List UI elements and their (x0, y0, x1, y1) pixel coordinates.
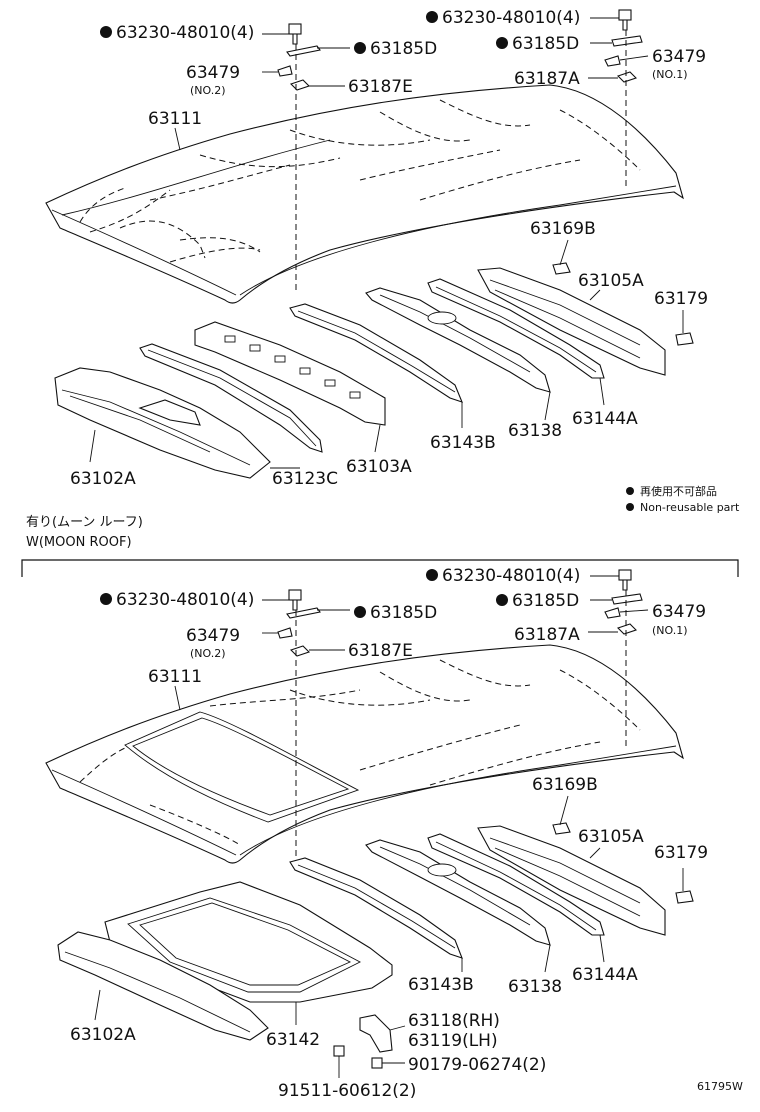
label-63185d-b1: 63185D (370, 603, 437, 623)
label-63479-a1-sub: (NO.2) (190, 84, 226, 97)
label-63185d-b2: 63185D (512, 591, 579, 611)
section-b-title-jp: 有り(ムーン ルーフ) (26, 515, 143, 530)
reinforcement-63144a-b (427, 833, 605, 936)
label-63187a-a: 63187A (514, 69, 580, 89)
label-63179-a: 63179 (654, 289, 708, 309)
figure-code: 61795W (697, 1080, 743, 1093)
label-63230-b1: 63230-48010(4) (116, 590, 254, 610)
reinforcement-63103a (194, 321, 386, 426)
nut-90179 (371, 1057, 383, 1069)
clip-63169b-b (552, 822, 571, 835)
clip-63169b (552, 262, 571, 275)
label-63479-b2-sub: (NO.1) (652, 624, 688, 637)
legend-line-en: Non-reusable part (640, 501, 740, 514)
leaders-b (94, 575, 684, 1064)
label-63185d-a2: 63185D (512, 34, 579, 54)
label-63144a-b: 63144A (572, 965, 638, 985)
label-63105a-b: 63105A (578, 827, 644, 847)
reinforcement-63105a (477, 267, 666, 376)
label-63479-b1-sub: (NO.2) (190, 647, 226, 660)
label-63479-a2-sub: (NO.1) (652, 68, 688, 81)
bracket-group-right-b (604, 569, 643, 750)
label-63138-b: 63138 (508, 977, 562, 997)
section-b-header: 有り(ムーン ルーフ) W(MOON ROOF) (21, 515, 739, 577)
label-63144a-a: 63144A (572, 409, 638, 429)
front-header-63102a (54, 367, 271, 479)
front-header-63102a-b (57, 931, 269, 1041)
label-63479-b2: 63479 (652, 602, 706, 622)
label-91511-b: 91511-60612(2) (278, 1081, 416, 1101)
bracket-group-right (604, 9, 643, 190)
label-63185d-a1: 63185D (370, 39, 437, 59)
label-63187e-b: 63187E (348, 641, 413, 661)
label-63187a-b: 63187A (514, 625, 580, 645)
label-63111-b: 63111 (148, 667, 202, 687)
reinforcement-63105a-b (477, 825, 666, 936)
reinforcement-63123c (139, 343, 323, 453)
roof-panel-63111 (45, 84, 684, 304)
labels-b: 63230-48010(4) 63230-48010(4) 63185D 631… (70, 566, 708, 1101)
label-63230-a1: 63230-48010(4) (116, 23, 254, 43)
reinforcement-63144a (427, 278, 605, 379)
legend-line-jp: 再使用不可部品 (640, 484, 717, 498)
leaders-a (89, 17, 684, 469)
label-63479-a2: 63479 (652, 47, 706, 67)
label-63123c-a: 63123C (272, 469, 338, 489)
legend: 再使用不可部品 Non-reusable part (626, 484, 740, 514)
label-63169b-a: 63169B (530, 219, 596, 239)
label-63179-b: 63179 (654, 843, 708, 863)
label-63143b-b: 63143B (408, 975, 474, 995)
label-63119-b: 63119(LH) (408, 1031, 498, 1051)
section-moon-roof: 63230-48010(4) 63230-48010(4) 63185D 631… (45, 566, 708, 1101)
label-63187e-a: 63187E (348, 77, 413, 97)
bolt-91511 (333, 1045, 345, 1078)
pad-63179 (675, 332, 694, 346)
bracket-group-left-b (277, 589, 321, 860)
label-63138-a: 63138 (508, 421, 562, 441)
label-63142-b: 63142 (266, 1030, 320, 1050)
label-63105a-a: 63105A (578, 271, 644, 291)
label-63102a-b: 63102A (70, 1025, 136, 1045)
bracket-63118-63119 (359, 1014, 393, 1053)
label-63479-a1: 63479 (186, 63, 240, 83)
labels-a: 63230-48010(4) 63230-48010(4) 63185D 631… (70, 8, 708, 489)
label-63111-a: 63111 (148, 109, 202, 129)
label-63230-b2: 63230-48010(4) (442, 566, 580, 586)
label-63102a-a: 63102A (70, 469, 136, 489)
section-b-title-en: W(MOON ROOF) (26, 535, 132, 550)
label-63103a-a: 63103A (346, 457, 412, 477)
label-63230-a2: 63230-48010(4) (442, 8, 580, 28)
label-90179-b: 90179-06274(2) (408, 1055, 546, 1075)
label-63143b-a: 63143B (430, 433, 496, 453)
pad-63179-b (675, 890, 694, 904)
label-63479-b1: 63479 (186, 626, 240, 646)
label-63169b-b: 63169B (532, 775, 598, 795)
label-63118-b: 63118(RH) (408, 1011, 500, 1031)
section-standard-roof: 63230-48010(4) 63230-48010(4) 63185D 631… (45, 8, 708, 489)
roof-panel-63111-moonroof (45, 644, 684, 864)
